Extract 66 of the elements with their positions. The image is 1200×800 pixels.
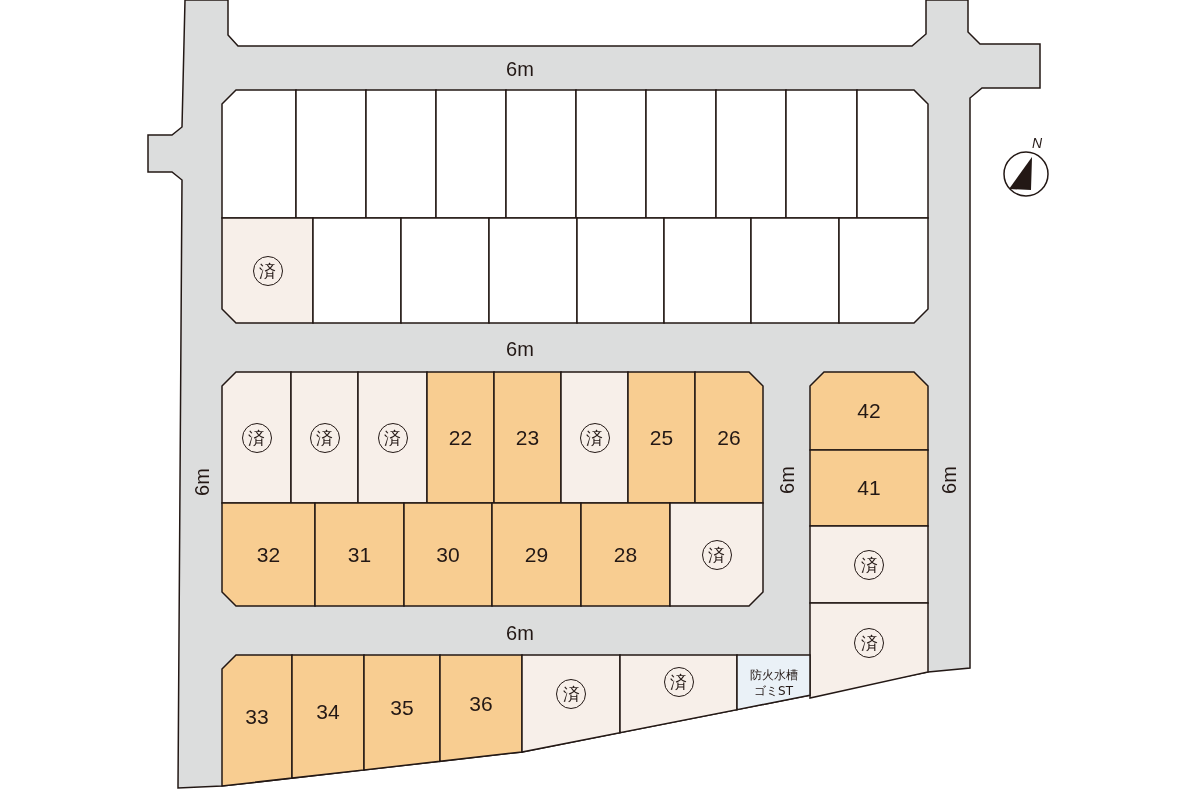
lot-plot <box>620 655 737 733</box>
lot-plot <box>506 90 576 218</box>
lot-plot <box>222 372 291 503</box>
lot-plot <box>810 603 928 698</box>
lot-number: 42 <box>857 399 881 423</box>
lot-number: 28 <box>613 542 638 567</box>
lot-plot <box>786 90 857 218</box>
lot-plot <box>522 655 620 752</box>
lot-plot <box>751 218 839 323</box>
lot-plot <box>839 218 928 323</box>
lot-plot <box>358 372 427 503</box>
road-width-label: 6m <box>506 337 534 361</box>
road-width-label: 6m <box>506 621 534 645</box>
lot-number: 41 <box>857 476 881 500</box>
lot-number: 36 <box>469 691 493 716</box>
lot-number: 26 <box>717 425 741 450</box>
lot-plot <box>366 90 436 218</box>
facility-label: 防火水槽ゴミST <box>748 667 799 699</box>
lot-number: 22 <box>448 425 473 450</box>
lot-number: 29 <box>524 542 549 567</box>
lot-plot <box>857 90 928 218</box>
lot-plot <box>222 218 313 323</box>
lot-plot <box>492 503 581 606</box>
lot-plot <box>646 90 716 218</box>
lot-number: 35 <box>390 696 414 721</box>
road-width-label: 6m <box>937 466 961 494</box>
lot-plot <box>810 450 928 526</box>
lot-number: 34 <box>316 700 340 725</box>
lot-plot <box>436 90 506 218</box>
lot-plot <box>489 218 577 323</box>
north-label: N <box>1031 135 1043 151</box>
lot-number: 31 <box>347 542 372 567</box>
lot-plot <box>440 655 522 762</box>
lot-number: 25 <box>649 425 674 450</box>
lot-number: 33 <box>245 704 269 729</box>
lot-plot <box>494 372 561 503</box>
lot-plot <box>364 655 440 770</box>
lot-plot <box>810 372 928 450</box>
lot-plot <box>810 526 928 603</box>
lot-plot <box>404 503 492 606</box>
lot-plot <box>315 503 404 606</box>
lot-plot <box>577 218 664 323</box>
lot-plot <box>222 90 296 218</box>
lot-plot <box>401 218 489 323</box>
lot-plot <box>581 503 670 606</box>
lot-plot <box>628 372 695 503</box>
lot-plot <box>670 503 763 606</box>
lot-plot <box>737 655 810 710</box>
road-width-label: 6m <box>775 466 799 494</box>
lot-plot <box>561 372 628 503</box>
lot-number: 32 <box>256 542 281 567</box>
lot-plot <box>664 218 751 323</box>
lot-plot <box>427 372 494 503</box>
lot-plot <box>576 90 646 218</box>
lot-number: 30 <box>436 542 460 567</box>
road-width-label: 6m <box>506 57 534 81</box>
lot-plot <box>292 655 364 779</box>
road-width-label: 6m <box>190 468 214 496</box>
lot-plot <box>296 90 366 218</box>
lot-plot <box>291 372 358 503</box>
lot-plot <box>716 90 786 218</box>
lot-number: 23 <box>515 425 540 450</box>
lot-plot <box>222 655 292 786</box>
lot-plot <box>695 372 763 503</box>
lot-plot <box>222 503 315 606</box>
lot-plot <box>313 218 401 323</box>
